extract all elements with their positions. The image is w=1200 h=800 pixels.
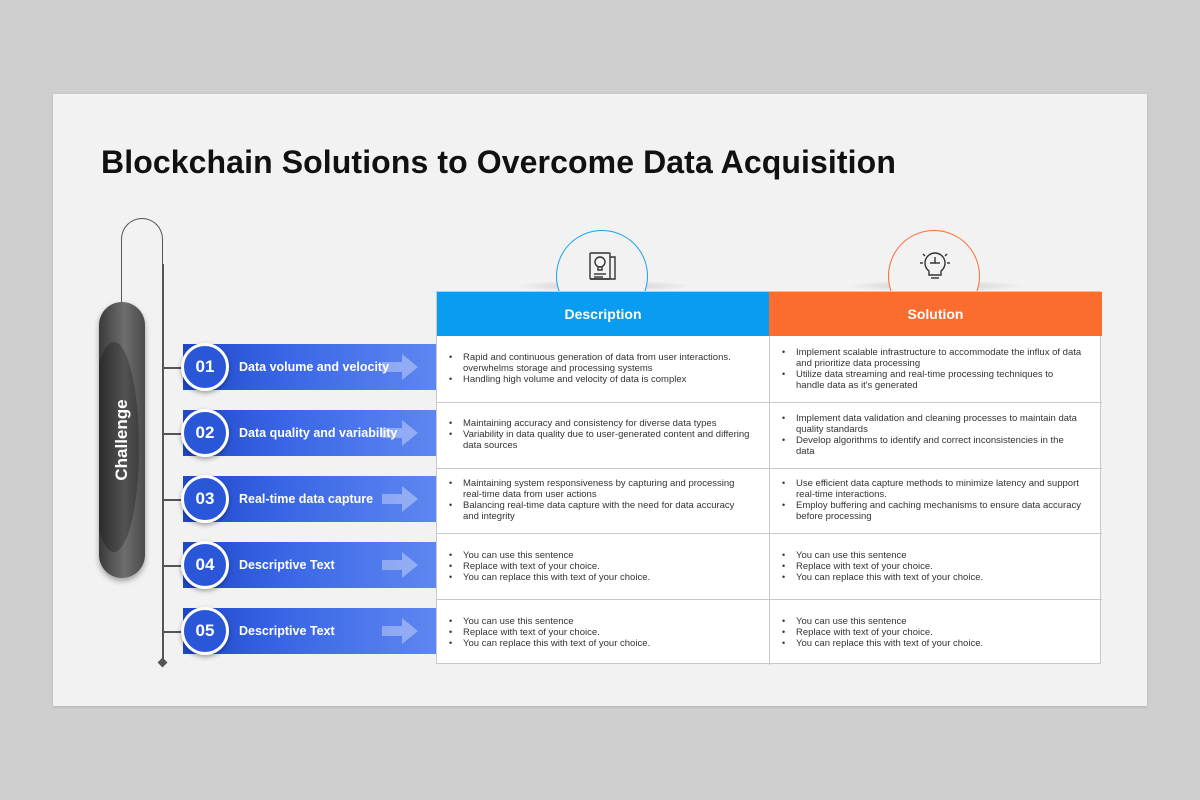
challenge-row-label: Data quality and variability <box>239 426 398 440</box>
arrow-right-icon <box>382 486 418 512</box>
timeline-connector <box>163 367 183 369</box>
slide: Blockchain Solutions to Overcome Data Ac… <box>53 94 1147 706</box>
challenge-table: Description Solution Rapid and continuou… <box>436 291 1102 665</box>
arrow-right-icon <box>382 420 418 446</box>
description-list: You can use this sentenceReplace with te… <box>449 550 650 583</box>
timeline-end-dot <box>157 657 168 668</box>
description-cell: Maintaining system responsiveness by cap… <box>437 468 769 534</box>
solution-cell: Use efficient data capture methods to mi… <box>770 468 1102 534</box>
bullet-item: You can replace this with text of your c… <box>449 572 650 583</box>
timeline-connector <box>163 499 183 501</box>
bullet-item: Utilize data streaming and real-time pro… <box>782 369 1084 391</box>
bullet-item: Replace with text of your choice. <box>449 561 650 572</box>
row-number-badge: 04 <box>181 541 229 589</box>
challenge-label: Challenge <box>112 399 131 481</box>
description-list: Maintaining system responsiveness by cap… <box>449 478 751 522</box>
solution-header: Solution <box>769 292 1102 336</box>
solution-cell: You can use this sentenceReplace with te… <box>770 599 1102 665</box>
bullet-item: Employ buffering and caching mechanisms … <box>782 500 1084 522</box>
solution-cell: You can use this sentenceReplace with te… <box>770 533 1102 599</box>
solution-cell: Implement data validation and cleaning p… <box>770 402 1102 468</box>
solution-cell: Implement scalable infrastructure to acc… <box>770 336 1102 402</box>
description-cell: Rapid and continuous generation of data … <box>437 336 769 402</box>
description-list: Maintaining accuracy and consistency for… <box>449 418 751 451</box>
bullet-item: Rapid and continuous generation of data … <box>449 352 751 374</box>
document-lightbulb-icon <box>589 252 616 280</box>
bullet-item: You can use this sentence <box>449 616 650 627</box>
arrow-right-icon <box>382 618 418 644</box>
challenge-row-3: Real-time data capture <box>183 476 438 522</box>
puzzle-lightbulb-icon <box>920 252 950 279</box>
bullet-item: Maintaining accuracy and consistency for… <box>449 418 751 429</box>
challenge-row-label: Data volume and velocity <box>239 360 390 374</box>
bullet-item: You can replace this with text of your c… <box>449 638 650 649</box>
bullet-item: You can replace this with text of your c… <box>782 572 983 583</box>
solution-list: Implement data validation and cleaning p… <box>782 413 1084 457</box>
row-number-badge: 01 <box>181 343 229 391</box>
description-cell: You can use this sentenceReplace with te… <box>437 599 769 665</box>
solution-list: You can use this sentenceReplace with te… <box>782 550 983 583</box>
bullet-item: You can use this sentence <box>782 616 983 627</box>
challenge-row-label: Real-time data capture <box>239 492 374 506</box>
challenge-row-label: Descriptive Text <box>239 624 335 638</box>
solution-list: You can use this sentenceReplace with te… <box>782 616 983 649</box>
bullet-item: You can use this sentence <box>782 550 983 561</box>
bullet-item: Replace with text of your choice. <box>449 627 650 638</box>
bullet-item: Replace with text of your choice. <box>782 561 983 572</box>
bullet-item: Implement scalable infrastructure to acc… <box>782 347 1084 369</box>
page-title: Blockchain Solutions to Overcome Data Ac… <box>101 144 896 180</box>
challenge-row-label: Descriptive Text <box>239 558 335 572</box>
bullet-item: Variability in data quality due to user-… <box>449 429 751 451</box>
bullet-item: Balancing real-time data capture with th… <box>449 500 751 522</box>
bullet-item: Develop algorithms to identify and corre… <box>782 435 1084 457</box>
solution-list: Use efficient data capture methods to mi… <box>782 478 1084 522</box>
arrow-right-icon <box>382 354 418 380</box>
challenge-pill: Challenge <box>99 302 145 578</box>
challenge-row-4: Descriptive Text <box>183 542 438 588</box>
bullet-item: Replace with text of your choice. <box>782 627 983 638</box>
row-number-badge: 02 <box>181 409 229 457</box>
description-list: Rapid and continuous generation of data … <box>449 352 751 385</box>
solution-list: Implement scalable infrastructure to acc… <box>782 347 1084 391</box>
bullet-item: You can replace this with text of your c… <box>782 638 983 649</box>
row-number-badge: 05 <box>181 607 229 655</box>
timeline-connector <box>163 631 183 633</box>
bullet-item: You can use this sentence <box>449 550 650 561</box>
timeline-line <box>162 264 164 661</box>
bullet-item: Use efficient data capture methods to mi… <box>782 478 1084 500</box>
bullet-item: Implement data validation and cleaning p… <box>782 413 1084 435</box>
description-list: You can use this sentenceReplace with te… <box>449 616 650 649</box>
description-cell: Maintaining accuracy and consistency for… <box>437 402 769 468</box>
description-header: Description <box>437 292 769 336</box>
timeline-connector <box>163 433 183 435</box>
row-number-badge: 03 <box>181 475 229 523</box>
bullet-item: Maintaining system responsiveness by cap… <box>449 478 751 500</box>
arrow-right-icon <box>382 552 418 578</box>
description-cell: You can use this sentenceReplace with te… <box>437 533 769 599</box>
timeline-connector <box>163 565 183 567</box>
bullet-item: Handling high volume and velocity of dat… <box>449 374 751 385</box>
